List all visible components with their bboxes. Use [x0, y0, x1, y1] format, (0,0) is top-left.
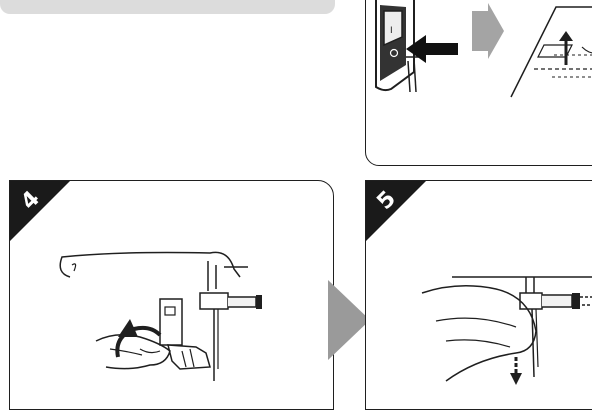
- panel-step-5: 5: [365, 180, 592, 410]
- needle-up-icon: [559, 31, 573, 41]
- panel-power-switch: I: [365, 0, 592, 166]
- header-tab-bar: [0, 0, 335, 14]
- needle-insert-illustration: [366, 181, 592, 410]
- panel-step-4: 4: [9, 180, 334, 410]
- needle-down-icon: [510, 373, 522, 385]
- next-step-arrow-icon: [328, 280, 370, 360]
- handwheel-illustration: [10, 181, 334, 410]
- power-switch-illustration: I: [366, 0, 592, 166]
- direction-arrow-icon: [472, 3, 504, 59]
- svg-text:I: I: [390, 26, 393, 36]
